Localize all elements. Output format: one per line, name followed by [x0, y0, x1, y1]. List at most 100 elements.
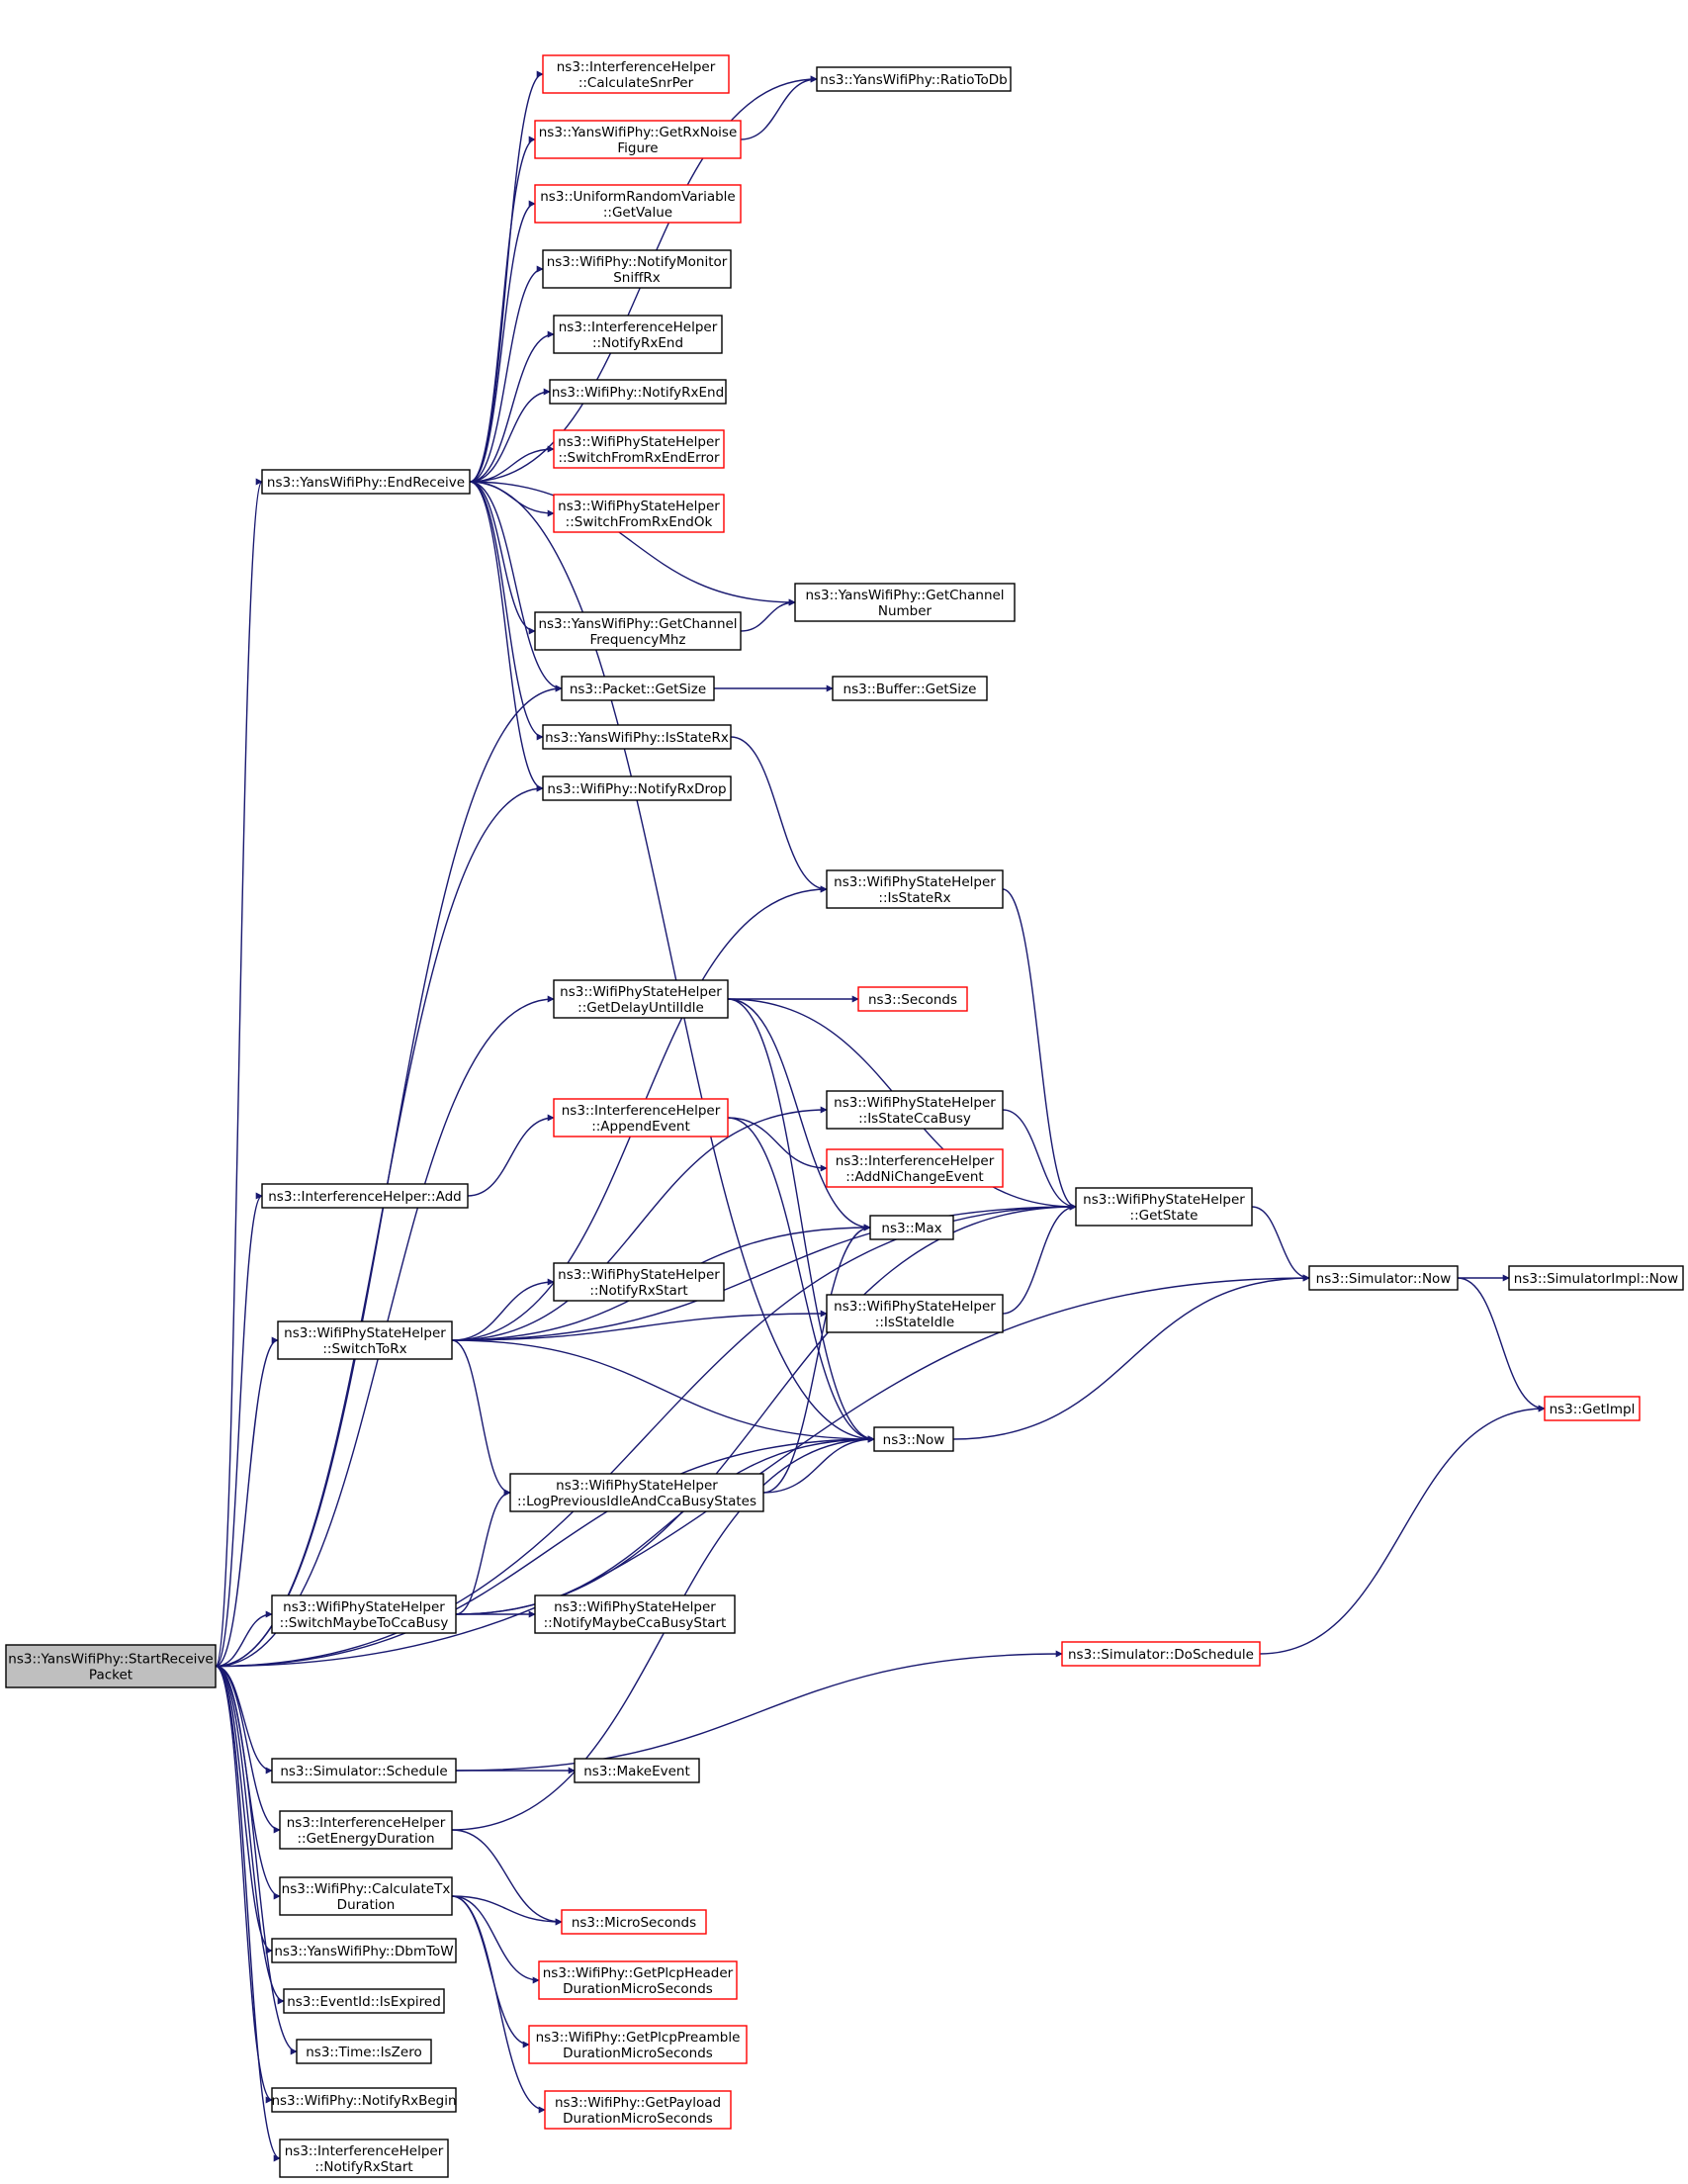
- call-edge: [451, 1435, 875, 1831]
- node-box: [1544, 1396, 1641, 1421]
- graph-node-max[interactable]: ns3::Max: [869, 1215, 954, 1240]
- node-label: ::NotifyRxStart: [314, 2159, 412, 2175]
- graph-node-notifyRxDrop[interactable]: ns3::WifiPhy::NotifyRxDrop: [542, 775, 732, 801]
- graph-node-pktSize[interactable]: ns3::Packet::GetSize: [561, 676, 715, 701]
- graph-node-wpNotifyRxEnd[interactable]: ns3::WifiPhy::NotifyRxEnd: [549, 379, 727, 405]
- graph-node-notifyRxStart[interactable]: ns3::WifiPhyStateHelper::NotifyRxStart: [553, 1262, 725, 1302]
- node-label: DurationMicroSeconds: [563, 2111, 713, 2127]
- node-label: ns3::YansWifiPhy::StartReceive: [8, 1652, 213, 1668]
- call-edge: [215, 1336, 279, 1668]
- call-edge-line: [727, 1117, 875, 1443]
- call-edge: [451, 1203, 1077, 1341]
- graph-node-bufSize[interactable]: ns3::Buffer::GetSize: [832, 676, 988, 701]
- graph-node-appendEvent[interactable]: ns3::InterferenceHelper::AppendEvent: [553, 1098, 729, 1138]
- graph-node-makeEvent[interactable]: ns3::MakeEvent: [574, 1758, 700, 1783]
- node-label: ns3::YansWifiPhy::GetChannel: [805, 588, 1004, 603]
- graph-node-payloadDur[interactable]: ns3::WifiPhy::GetPayloadDurationMicroSec…: [544, 2090, 732, 2130]
- graph-node-switchToRx[interactable]: ns3::WifiPhyStateHelper::SwitchToRx: [277, 1320, 453, 1360]
- node-label: ns3::InterferenceHelper: [562, 1103, 721, 1119]
- node-label: DurationMicroSeconds: [563, 1981, 713, 1997]
- node-label: Duration: [337, 1897, 396, 1913]
- graph-node-isExpired[interactable]: ns3::EventId::IsExpired: [283, 1988, 445, 2014]
- node-label: ns3::WifiPhy::GetPayload: [555, 2095, 721, 2111]
- graph-node-ihNotifyRxStart[interactable]: ns3::InterferenceHelper::NotifyRxStart: [279, 2138, 449, 2178]
- graph-node-notifyMaybe[interactable]: ns3::WifiPhyStateHelper::NotifyMaybeCcaB…: [534, 1594, 736, 1634]
- call-edge: [469, 481, 544, 792]
- graph-node-switchOk[interactable]: ns3::WifiPhyStateHelper::SwitchFromRxEnd…: [553, 494, 725, 533]
- node-box: [279, 1810, 453, 1850]
- node-box: [1075, 1187, 1253, 1227]
- graph-node-addNi[interactable]: ns3::InterferenceHelper::AddNiChangeEven…: [826, 1148, 1004, 1188]
- call-edge: [215, 1665, 281, 2162]
- call-edge: [451, 1339, 511, 1497]
- graph-node-delayIdle[interactable]: ns3::WifiPhyStateHelper::GetDelayUntilId…: [553, 979, 729, 1019]
- graph-node-isCcaBusy[interactable]: ns3::WifiPhyStateHelper::IsStateCcaBusy: [826, 1090, 1004, 1130]
- node-box: [553, 315, 723, 354]
- node-label: ns3::WifiPhyStateHelper: [284, 1325, 446, 1341]
- node-box: [1508, 1265, 1684, 1291]
- node-label: ns3::InterferenceHelper: [285, 2143, 444, 2159]
- node-label: ns3::MicroSeconds: [572, 1915, 696, 1931]
- graph-node-switchErr[interactable]: ns3::WifiPhyStateHelper::SwitchFromRxEnd…: [553, 429, 725, 469]
- call-edge-line: [467, 1114, 555, 1197]
- call-edge: [740, 75, 818, 140]
- graph-node-implNow[interactable]: ns3::SimulatorImpl::Now: [1508, 1265, 1684, 1291]
- node-box: [561, 1909, 707, 1935]
- graph-node-ihNotifyRxEnd[interactable]: ns3::InterferenceHelper::NotifyRxEnd: [553, 315, 723, 354]
- node-label: ns3::YansWifiPhy::IsStateRx: [545, 730, 729, 746]
- call-edge: [451, 1829, 563, 1926]
- graph-node-plcpHeader[interactable]: ns3::WifiPhy::GetPlcpHeaderDurationMicro…: [538, 1960, 738, 2000]
- graph-node-wIsStateRx[interactable]: ns3::WifiPhyStateHelper::IsStateRx: [826, 869, 1004, 909]
- graph-node-logPrev[interactable]: ns3::WifiPhyStateHelper::LogPreviousIdle…: [509, 1473, 764, 1512]
- node-box: [538, 1960, 738, 2000]
- call-edge-line: [469, 481, 796, 606]
- call-edge-line: [469, 445, 555, 483]
- node-label: ns3::WifiPhyStateHelper: [558, 1267, 720, 1283]
- call-edge-line: [762, 1435, 875, 1494]
- graph-node-dbmToW[interactable]: ns3::YansWifiPhy::DbmToW: [271, 1938, 457, 1963]
- call-edge-line: [740, 598, 796, 632]
- graph-node-plcpPreamble[interactable]: ns3::WifiPhy::GetPlcpPreambleDurationMic…: [528, 2025, 748, 2064]
- graph-node-now[interactable]: ns3::Now: [873, 1426, 954, 1452]
- call-edge-line: [1457, 1277, 1546, 1412]
- graph-node-switchMaybe[interactable]: ns3::WifiPhyStateHelper::SwitchMaybeToCc…: [271, 1594, 457, 1634]
- graph-node-isZero[interactable]: ns3::Time::IsZero: [296, 2039, 432, 2064]
- call-edge-line: [1002, 1109, 1077, 1211]
- node-label: FrequencyMhz: [589, 632, 685, 648]
- node-box: [277, 1320, 453, 1360]
- node-label: ns3::Simulator::DoSchedule: [1068, 1647, 1254, 1663]
- graph-node-simNow[interactable]: ns3::Simulator::Now: [1308, 1265, 1459, 1291]
- graph-node-getState[interactable]: ns3::WifiPhyStateHelper::GetState: [1075, 1187, 1253, 1227]
- graph-node-notifyRxBegin[interactable]: ns3::WifiPhy::NotifyRxBegin: [271, 2087, 457, 2113]
- node-label: ns3::InterferenceHelper: [557, 59, 716, 75]
- graph-node-calcSnr[interactable]: ns3::InterferenceHelper::CalculateSnrPer: [542, 54, 730, 94]
- call-edge-line: [469, 265, 544, 483]
- graph-node-seconds[interactable]: ns3::Seconds: [857, 986, 968, 1012]
- graph-node-schedule[interactable]: ns3::Simulator::Schedule: [271, 1758, 457, 1783]
- node-label: ns3::WifiPhy::NotifyRxEnd: [552, 385, 724, 401]
- graph-node-doSchedule[interactable]: ns3::Simulator::DoSchedule: [1061, 1641, 1261, 1667]
- graph-node-yIsStateRx[interactable]: ns3::YansWifiPhy::IsStateRx: [542, 724, 732, 750]
- graph-node-endReceive[interactable]: ns3::YansWifiPhy::EndReceive: [261, 469, 471, 495]
- graph-node-micro[interactable]: ns3::MicroSeconds: [561, 1909, 707, 1935]
- graph-node-energyDur[interactable]: ns3::InterferenceHelper::GetEnergyDurati…: [279, 1810, 453, 1850]
- node-box: [542, 724, 732, 750]
- node-box: [553, 1262, 725, 1302]
- node-box: [271, 1594, 457, 1634]
- graph-node-isStateIdle[interactable]: ns3::WifiPhyStateHelper::IsStateIdle: [826, 1294, 1004, 1333]
- call-edge-line: [469, 481, 563, 692]
- graph-node-getImpl[interactable]: ns3::GetImpl: [1544, 1396, 1641, 1421]
- node-label: ns3::WifiPhyStateHelper: [554, 1599, 716, 1615]
- graph-node-uniformGet[interactable]: ns3::UniformRandomVariable::GetValue: [534, 184, 742, 224]
- call-edge: [451, 1310, 828, 1341]
- call-edge-line: [215, 1336, 279, 1668]
- graph-node-ratioToDb[interactable]: ns3::YansWifiPhy::RatioToDb: [816, 66, 1012, 92]
- call-edge: [215, 1665, 281, 1834]
- graph-node-ihAdd[interactable]: ns3::InterferenceHelper::Add: [261, 1183, 469, 1209]
